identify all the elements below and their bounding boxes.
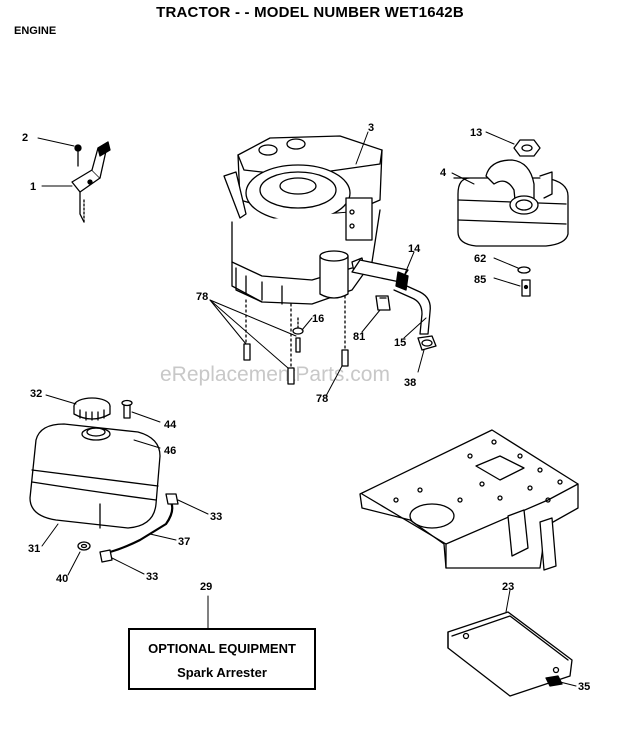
chassis-frame-part [359, 429, 579, 571]
callout-44: 44 [164, 419, 177, 431]
callout-81: 81 [353, 331, 365, 343]
heat-shield-part [447, 611, 573, 697]
callout-31: 31 [28, 543, 40, 555]
callout-13: 13 [470, 127, 482, 139]
exhaust-pipe-part [351, 259, 437, 351]
callout-labels: 2 1 3 13 4 14 62 85 78 16 81 15 38 78 32… [22, 122, 590, 693]
callout-78-upper: 78 [196, 291, 208, 303]
callout-78-lower: 78 [316, 393, 328, 405]
optional-equipment-box: OPTIONAL EQUIPMENT Spark Arrester [128, 628, 316, 690]
callout-85: 85 [474, 274, 486, 286]
callout-14: 14 [408, 243, 421, 255]
spark-arrester-label: Spark Arrester [177, 665, 267, 680]
callout-1: 1 [30, 181, 36, 193]
callout-35: 35 [578, 681, 590, 693]
fuel-tank-part [29, 397, 179, 563]
leader-lines [37, 131, 577, 687]
callout-37: 37 [178, 536, 190, 548]
callout-38: 38 [404, 377, 416, 389]
optional-equipment-title: OPTIONAL EQUIPMENT [148, 641, 296, 656]
callout-15: 15 [394, 337, 406, 349]
callout-40: 40 [56, 573, 68, 585]
callout-4: 4 [440, 167, 447, 179]
muffler-part [453, 139, 569, 297]
callout-32: 32 [30, 388, 42, 400]
callout-46: 46 [164, 445, 176, 457]
callout-29: 29 [200, 581, 212, 593]
callout-23: 23 [502, 581, 514, 593]
watermark: eReplacementParts.com [160, 363, 390, 386]
engine-part [223, 135, 383, 305]
section-label: ENGINE [14, 25, 57, 37]
callout-3: 3 [368, 122, 374, 134]
callout-33-upper: 33 [210, 511, 222, 523]
throttle-control-part [71, 141, 111, 225]
callout-62: 62 [474, 253, 486, 265]
callout-16: 16 [312, 313, 324, 325]
page-title: TRACTOR - - MODEL NUMBER WET1642B [156, 4, 464, 21]
callout-33-lower: 33 [146, 571, 158, 583]
mounting-bolts-part [243, 295, 349, 385]
callout-2: 2 [22, 132, 28, 144]
